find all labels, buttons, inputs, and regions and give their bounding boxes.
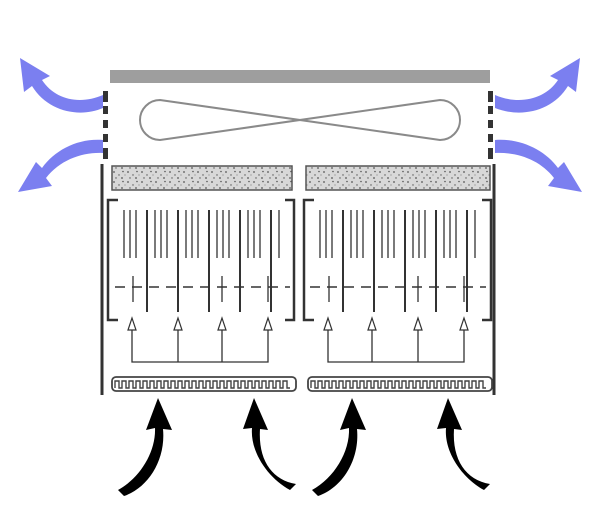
- left-element-group: [123, 210, 280, 312]
- left-manifold: [131, 322, 269, 363]
- roof-bar: [110, 70, 490, 83]
- left-rack-bracket-right: [285, 198, 296, 322]
- left-intake-grille: [111, 376, 297, 392]
- right-louver: [488, 91, 493, 159]
- intake-arrow-icon: [118, 398, 490, 496]
- fan-icon: [139, 98, 461, 142]
- grille-wave: [310, 380, 486, 389]
- right-rack-bracket-right: [482, 198, 493, 322]
- left-louver: [103, 91, 108, 159]
- right-element-group: [319, 210, 476, 312]
- left-filter: [111, 165, 293, 191]
- left-rack-bracket: [106, 198, 118, 322]
- left-manifold-arrows: [127, 316, 273, 331]
- right-rack-bracket: [302, 198, 314, 322]
- right-manifold-arrows: [323, 316, 469, 331]
- grille-wave: [114, 380, 290, 389]
- right-manifold: [327, 322, 465, 363]
- right-intake-grille: [307, 376, 493, 392]
- exhaust-arrow-icon: [18, 58, 582, 192]
- right-filter: [305, 165, 491, 191]
